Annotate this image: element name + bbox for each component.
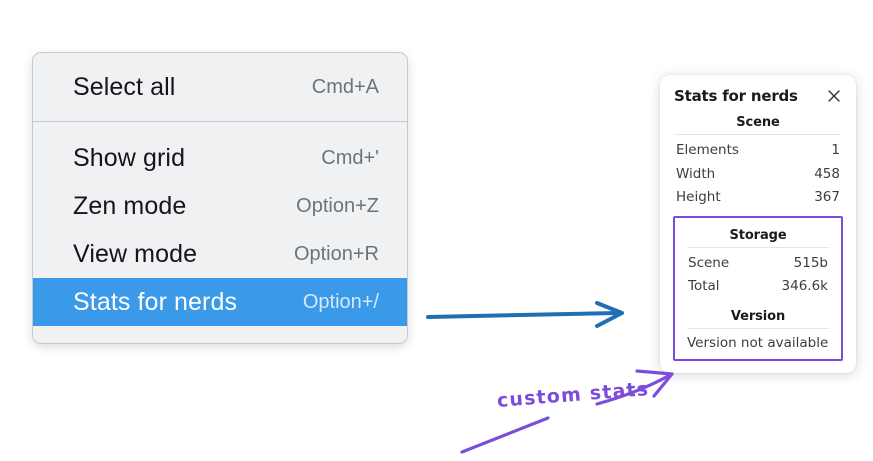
section-divider — [675, 134, 841, 135]
close-icon[interactable] — [826, 88, 842, 104]
menu-group-2: Show grid Cmd+' Zen mode Option+Z View m… — [33, 122, 407, 326]
section-divider — [687, 327, 829, 329]
stat-key: Width — [676, 165, 716, 182]
section-version: Version Version not available — [685, 299, 831, 353]
stat-value: 367 — [814, 189, 840, 206]
menu-item-select-all[interactable]: Select all Cmd+A — [33, 63, 407, 111]
stat-row: Height 367 — [673, 186, 843, 210]
panel-body: Scene Elements 1 Width 458 Height 367 — [660, 105, 856, 361]
panel-header: Stats for nerds — [660, 85, 856, 105]
context-menu[interactable]: Select all Cmd+A Show grid Cmd+' Zen mod… — [32, 52, 408, 344]
custom-stats-underline — [460, 416, 550, 454]
menu-separator — [33, 121, 407, 122]
menu-item-stats-for-nerds[interactable]: Stats for nerds Option+/ — [33, 278, 407, 326]
menu-item-label: Stats for nerds — [73, 287, 238, 316]
menu-item-label: Zen mode — [73, 191, 187, 220]
menu-footer-spacer — [33, 326, 407, 343]
version-value: Version not available — [687, 334, 829, 351]
menu-item-shortcut: Option+R — [293, 242, 379, 265]
stat-key: Total — [688, 278, 720, 295]
stat-key: Scene — [688, 254, 730, 271]
section-scene: Scene Elements 1 Width 458 Height 367 — [673, 105, 843, 210]
stat-value: 458 — [814, 165, 840, 182]
section-divider — [687, 246, 829, 248]
stat-row: Total 346.6k — [685, 275, 831, 299]
menu-item-shortcut: Option+Z — [296, 194, 379, 217]
menu-item-show-grid[interactable]: Show grid Cmd+' — [33, 134, 407, 182]
stat-key: Height — [676, 189, 721, 206]
stat-value: 346.6k — [781, 278, 828, 295]
stat-row: Scene 515b — [685, 252, 831, 276]
section-title: Version — [730, 308, 786, 324]
menu-item-view-mode[interactable]: View mode Option+R — [33, 230, 407, 278]
stat-row: Elements 1 — [673, 139, 843, 163]
menu-group-1: Select all Cmd+A — [33, 53, 407, 121]
custom-stats-annotation-label: custom stats — [496, 378, 651, 412]
stat-value: 515b — [793, 254, 828, 271]
menu-item-shortcut: Cmd+A — [311, 75, 379, 98]
panel-title: Stats for nerds — [674, 87, 798, 105]
section-storage: Storage Scene 515b Total 346.6k — [685, 218, 831, 299]
menu-item-label: Show grid — [73, 143, 186, 172]
menu-item-label: Select all — [73, 72, 176, 101]
menu-item-label: View mode — [73, 239, 198, 268]
stats-for-nerds-panel: Stats for nerds Scene Elements 1 Width 4… — [660, 75, 856, 373]
section-title: Scene — [736, 115, 780, 130]
stat-row: Width 458 — [673, 163, 843, 187]
menu-to-panel-arrow — [426, 301, 624, 328]
section-title: Storage — [729, 227, 787, 243]
menu-item-zen-mode[interactable]: Zen mode Option+Z — [33, 182, 407, 230]
stat-key: Elements — [676, 142, 739, 158]
custom-stats-highlight-box: Storage Scene 515b Total 346.6k Version … — [673, 215, 843, 361]
stat-value: 1 — [831, 142, 840, 158]
menu-item-shortcut: Cmd+' — [321, 146, 379, 169]
menu-item-shortcut: Option+/ — [302, 290, 379, 313]
